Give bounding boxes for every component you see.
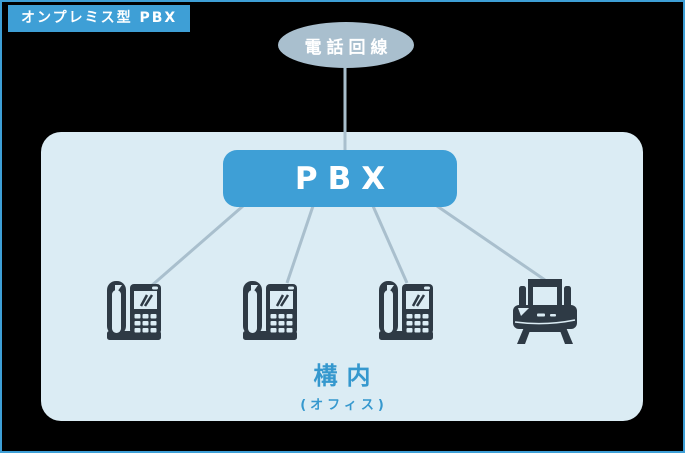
phone-line-node: 電話回線	[278, 22, 414, 68]
diagram-title-badge: オンプレミス型 PBX	[8, 5, 191, 32]
phone-line-label: 電話回線	[304, 37, 393, 58]
pbx-node: PBX	[223, 150, 457, 207]
area-subtitle: (オフィス)	[300, 398, 388, 413]
desk-phone-icon	[104, 276, 164, 342]
desk-phone-icon	[376, 276, 436, 342]
printer-icon	[512, 277, 578, 345]
pbx-label: PBX	[294, 160, 396, 197]
area-title: 構内	[313, 362, 380, 390]
desk-phone-icon	[240, 276, 300, 342]
